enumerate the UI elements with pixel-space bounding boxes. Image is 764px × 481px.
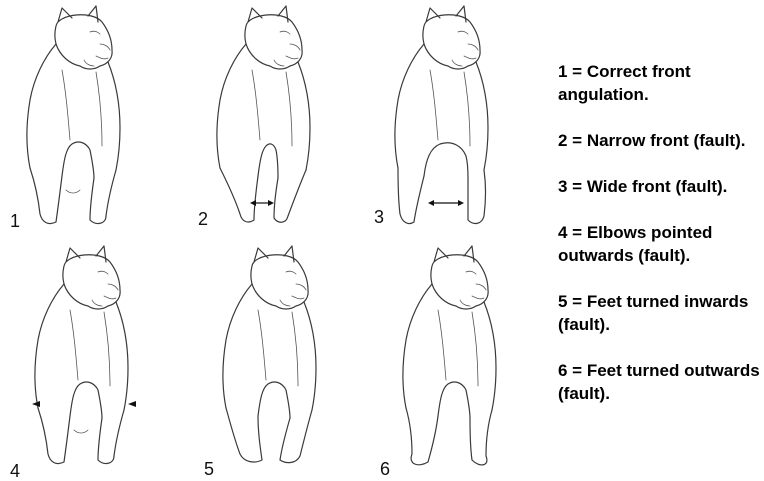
- dog-front-view-drawing: [196, 240, 386, 480]
- legend-item-4: 4 = Elbows pointed outwards (fault).: [558, 221, 764, 267]
- narrow-front-arrow: [250, 200, 274, 206]
- figure-number: 6: [380, 460, 390, 478]
- dog-front-view-drawing: [376, 240, 566, 480]
- dog-figure-3: 3: [368, 0, 558, 240]
- legend-item-1: 1 = Correct front angulation.: [558, 60, 764, 106]
- legend-item-3: 3 = Wide front (fault).: [558, 175, 764, 198]
- dog-figure-5: 5: [196, 240, 386, 480]
- legend-item-6: 6 = Feet turned outwards (fault).: [558, 359, 764, 405]
- figure-number: 5: [204, 460, 214, 478]
- wide-front-arrow: [428, 200, 464, 206]
- figure-number: 4: [10, 462, 20, 480]
- dog-figure-1: 1: [0, 0, 190, 240]
- legend-item-5: 5 = Feet turned inwards (fault).: [558, 290, 764, 336]
- dog-front-view-drawing: [8, 240, 198, 480]
- figure-number: 3: [374, 208, 384, 226]
- figure-number: 2: [198, 210, 208, 228]
- dog-figure-4: 4: [8, 240, 198, 480]
- dog-front-view-drawing: [0, 0, 190, 240]
- dog-front-view-drawing: [368, 0, 558, 240]
- dog-figure-2: 2: [190, 0, 380, 240]
- legend-item-2: 2 = Narrow front (fault).: [558, 129, 764, 152]
- legend: 1 = Correct front angulation. 2 = Narrow…: [558, 60, 764, 428]
- elbow-out-arrows: [32, 401, 136, 407]
- dog-front-view-drawing: [190, 0, 380, 240]
- dog-figure-6: 6: [376, 240, 566, 480]
- figure-number: 1: [10, 212, 20, 230]
